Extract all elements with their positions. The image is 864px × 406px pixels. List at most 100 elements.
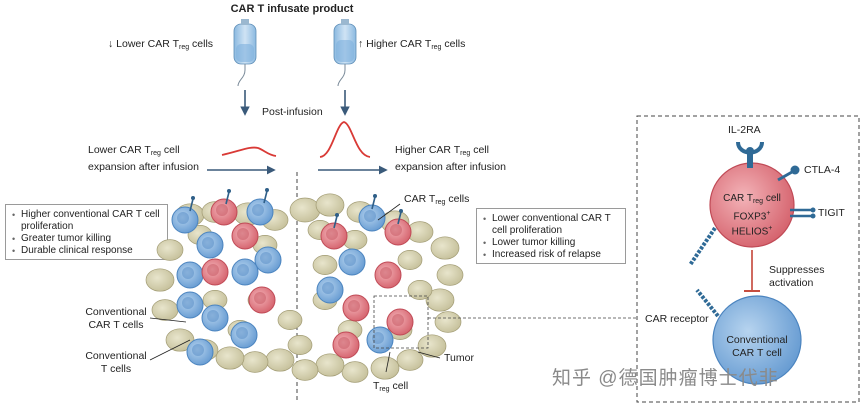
tumor-cell	[434, 311, 462, 333]
car-receptor-tip	[373, 194, 377, 198]
tumor-cell	[436, 264, 464, 286]
car-treg-cell	[332, 331, 360, 359]
right-outcome-box: Lower conventional CAR T cell proliferat…	[476, 208, 626, 264]
immune-cells	[171, 188, 414, 366]
zoom-box	[373, 295, 429, 349]
tumor-cell	[287, 335, 313, 355]
list-item: Lower tumor killing	[483, 237, 619, 249]
conventional-car-t-cell	[176, 291, 204, 319]
cell-nucleus	[326, 228, 338, 240]
cell-nucleus	[380, 267, 392, 279]
conventional-car-t-cell	[358, 204, 386, 232]
conventional-car-t-cell	[230, 321, 258, 349]
car-treg-cell	[231, 222, 259, 250]
tumor-cell	[396, 349, 424, 371]
car-treg-cell	[342, 294, 370, 322]
cell-nucleus	[192, 344, 204, 356]
tumor-cell	[291, 359, 319, 381]
left-outcome-box: Higher conventional CAR T cell prolifera…	[5, 204, 168, 260]
car-receptor-stalk	[263, 190, 268, 204]
tumor-cell	[407, 280, 433, 300]
cell-nucleus	[237, 228, 249, 240]
car-treg-cell	[248, 286, 276, 314]
lower-car-treg-label: ↓ Lower CAR Treg cells	[108, 38, 214, 51]
car-treg-cells-label: CAR Treg cells	[404, 193, 470, 206]
conventional-t-cells-label: Conventional T cells	[85, 350, 147, 375]
cell-nucleus	[216, 204, 228, 216]
conventional-car-t-cell-label: Conventional CAR T cell	[726, 334, 788, 359]
cell-nucleus	[364, 210, 376, 222]
tumor-cell	[417, 334, 447, 358]
low-expansion-curve	[221, 146, 277, 157]
cell-nucleus	[182, 297, 194, 309]
cell-nucleus	[237, 264, 249, 276]
tumor-cell	[151, 299, 179, 321]
cell-nucleus	[338, 337, 350, 349]
conventional-car-t-cell	[254, 246, 282, 274]
higher-expansion-label: Higher CAR Treg cell expansion after inf…	[395, 144, 506, 173]
car-receptor-tip	[335, 213, 339, 217]
car-receptor-stalk	[371, 196, 376, 210]
suppresses-activation-label: Suppresses activation	[769, 264, 825, 289]
tumor-cell	[265, 348, 295, 372]
tumor-cell	[215, 346, 245, 370]
tumor-cell	[397, 250, 423, 270]
cell-nucleus	[177, 212, 189, 224]
car-treg-cell-label: CAR Treg cell FOXP3+ HELIOS+	[723, 193, 781, 238]
conventional-car-t-cell	[366, 326, 394, 354]
car-treg-cell	[384, 218, 412, 246]
conventional-car-t-cell	[246, 198, 274, 226]
treg-cell-label: Treg cell	[373, 380, 409, 393]
tumor-label: Tumor	[444, 352, 474, 364]
watermark: 知乎 @德国肿瘤博士代非	[552, 368, 779, 389]
conventional-car-t-cell	[338, 248, 366, 276]
car-treg-cell	[374, 261, 402, 289]
cell-nucleus	[390, 224, 402, 236]
car-treg-cell	[320, 222, 348, 250]
cell-nucleus	[392, 314, 404, 326]
tumor-cell	[430, 236, 460, 260]
cell-nucleus	[344, 254, 356, 266]
tumor-cell	[341, 361, 369, 383]
cell-nucleus	[207, 264, 219, 276]
car-receptor-stalk	[225, 191, 230, 205]
list-item: Increased risk of relapse	[483, 249, 619, 261]
ctla4-receptor-icon	[777, 165, 800, 182]
tumor-cell	[277, 310, 303, 330]
car-treg-cell	[201, 258, 229, 286]
infusion-bag-lower-icon	[233, 19, 257, 87]
lower-expansion-label: Lower CAR Treg cell expansion after infu…	[88, 144, 199, 173]
tumor-cell	[315, 193, 345, 217]
conventional-car-t-cell	[171, 206, 199, 234]
infusion-bag-higher-icon	[333, 19, 357, 87]
ctla4-label: CTLA-4	[804, 164, 841, 176]
tigit-label: TIGIT	[818, 207, 845, 219]
cell-nucleus	[182, 267, 194, 279]
list-item: Higher conventional CAR T cell prolifera…	[12, 209, 161, 233]
cell-nucleus	[372, 332, 384, 344]
higher-car-treg-label: ↑ Higher CAR Treg cells	[358, 38, 466, 51]
tumor-cell	[315, 353, 345, 377]
tumor-cell	[370, 356, 400, 380]
car-receptor-stalk	[333, 215, 338, 229]
car-receptor-stalk	[189, 198, 194, 212]
high-expansion-curve	[319, 121, 371, 158]
cell-nucleus	[348, 300, 360, 312]
car-receptor-stalk	[397, 211, 402, 225]
car-receptor-treg-icon	[688, 226, 717, 267]
tumor-cell	[289, 197, 321, 223]
car-receptor-tip	[265, 188, 269, 192]
cell-nucleus	[207, 310, 219, 322]
tumor-cell	[425, 288, 455, 312]
tigit-receptor-icon	[790, 207, 816, 219]
car-treg-cell	[386, 308, 414, 336]
car-receptor-tip	[227, 189, 231, 193]
car-receptor-tip	[399, 209, 403, 213]
conventional-car-t-cell-large	[712, 295, 802, 385]
tumor-cell	[156, 239, 184, 261]
conventional-car-t-cell	[196, 231, 224, 259]
list-item: Lower conventional CAR T cell proliferat…	[483, 213, 619, 237]
conventional-car-t-cell	[231, 258, 259, 286]
car-treg-cell	[210, 198, 238, 226]
